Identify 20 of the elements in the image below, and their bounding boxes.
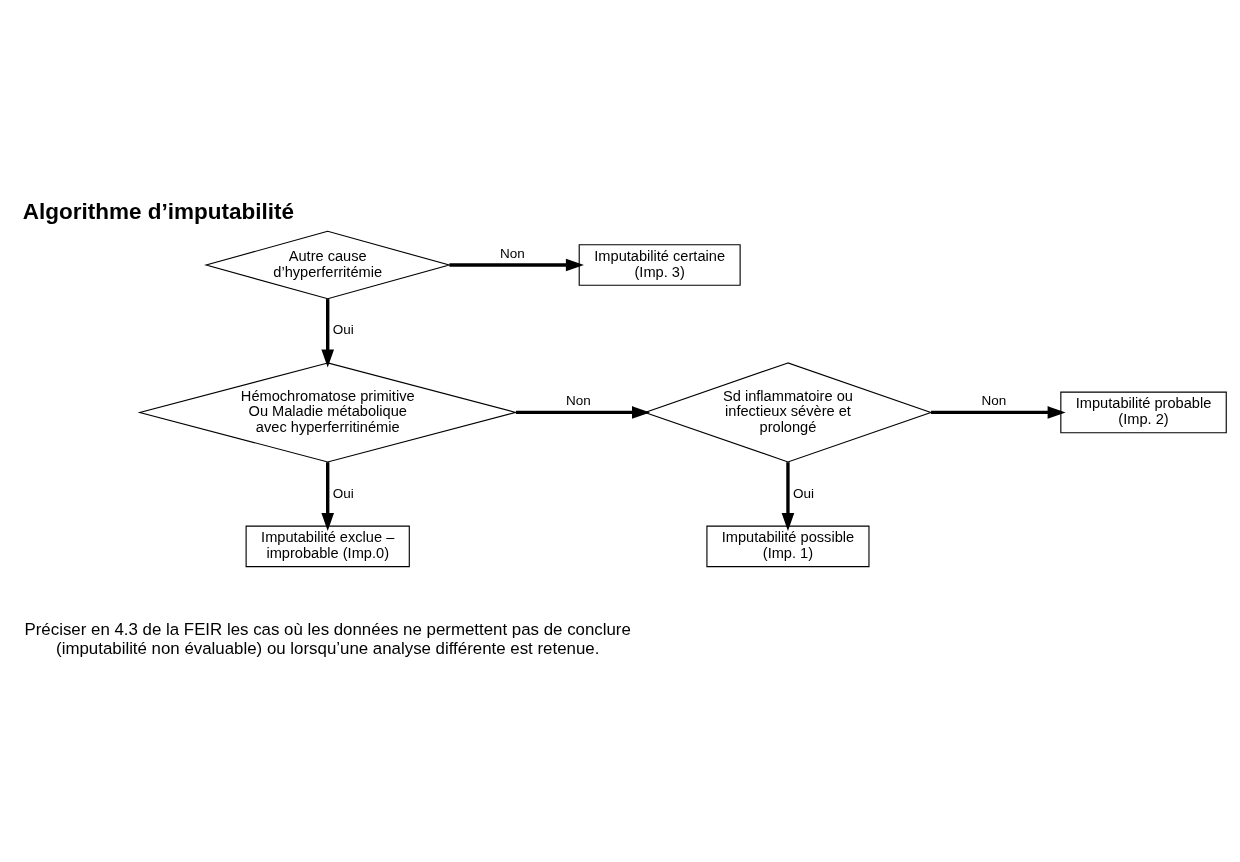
node-diamond: Hémochromatose primitive Ou Maladie métabolique avec hyperferritinémie: [137, 362, 518, 463]
arrow: [449, 258, 584, 272]
caption: Préciser en 4.3 de la FEIR les cas où les données ne permettent pas de conclure (imputabilité non évaluable) ou lorsqu’une analyse différente est retenue.: [24, 620, 631, 659]
arrow: [321, 462, 335, 532]
arrow: [781, 462, 795, 532]
node-box: Imputabilité possible (Imp. 1): [706, 525, 870, 568]
edge-label: Non: [981, 393, 1007, 409]
edge-label: Non: [499, 245, 525, 261]
diagram-title: Algorithme d’imputabilité: [22, 198, 295, 224]
node-box: Imputabilité probable (Imp. 2): [1060, 391, 1227, 434]
arrow: [321, 299, 335, 368]
edge-label: Oui: [793, 485, 815, 501]
node-box: Imputabilité certaine (Imp. 3): [578, 244, 741, 286]
arrow: [515, 406, 651, 419]
arrow: [931, 406, 1066, 419]
edge-label: Non: [566, 393, 591, 409]
edge-label: Oui: [332, 485, 354, 501]
edge-label: Oui: [332, 322, 354, 338]
node-diamond: Autre cause d’hyperferritémie: [204, 230, 452, 300]
node-box: Imputabilité exclue – improbable (Imp.0): [245, 525, 410, 568]
